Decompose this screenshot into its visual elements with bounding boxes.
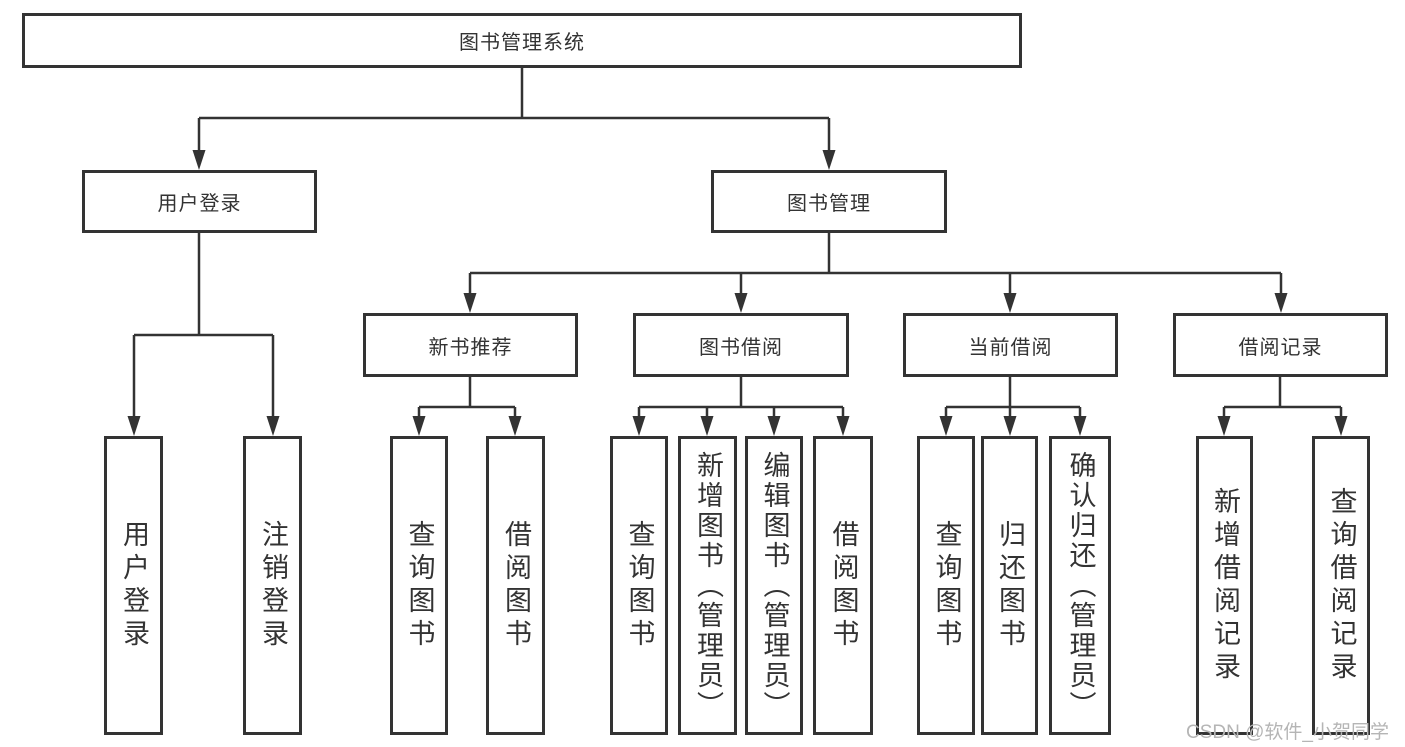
node-leaf-nb-query-books-label: 查询图书 bbox=[404, 519, 435, 652]
node-leaf-cb-query-books-label: 查询图书 bbox=[931, 519, 962, 652]
node-new-book-recommendation-label: 新书推荐 bbox=[428, 336, 513, 359]
node-leaf-bb-edit-books-label: 编辑图书（管理员） bbox=[759, 450, 790, 721]
node-leaf-bb-add-books: 新增图书（管理员） bbox=[678, 436, 737, 735]
node-library-management-system: 图书管理系统 bbox=[22, 13, 1022, 68]
node-user-login: 用户登录 bbox=[82, 170, 317, 233]
node-leaf-nb-borrow-books-label: 借阅图书 bbox=[501, 519, 531, 652]
node-borrowing-records: 借阅记录 bbox=[1173, 313, 1388, 377]
node-leaf-user-login: 用户登录 bbox=[104, 436, 163, 735]
node-leaf-logout: 注销登录 bbox=[243, 436, 302, 735]
node-current-borrowing: 当前借阅 bbox=[903, 313, 1118, 377]
node-leaf-bb-query-books: 查询图书 bbox=[610, 436, 668, 735]
node-book-management-label: 图书管理 bbox=[787, 193, 871, 215]
node-user-login-label: 用户登录 bbox=[157, 193, 242, 215]
node-leaf-bb-edit-books: 编辑图书（管理员） bbox=[745, 436, 803, 735]
csdn-watermark: CSDN @软件_小贺同学 bbox=[1186, 722, 1389, 743]
node-leaf-br-add-record-label: 新增借阅记录 bbox=[1210, 486, 1240, 685]
node-leaf-bb-borrow-books-label: 借阅图书 bbox=[828, 519, 859, 652]
node-leaf-cb-confirm-return: 确认归还（管理员） bbox=[1049, 436, 1111, 735]
node-leaf-bb-borrow-books: 借阅图书 bbox=[813, 436, 873, 735]
node-library-management-system-label: 图书管理系统 bbox=[459, 32, 585, 54]
node-leaf-cb-return-books-label: 归还图书 bbox=[995, 519, 1025, 652]
node-book-management: 图书管理 bbox=[711, 170, 947, 233]
node-leaf-logout-label: 注销登录 bbox=[258, 519, 288, 652]
node-leaf-nb-query-books: 查询图书 bbox=[390, 436, 448, 735]
node-leaf-user-login-label: 用户登录 bbox=[119, 519, 149, 652]
node-book-borrowing: 图书借阅 bbox=[633, 313, 849, 377]
node-leaf-bb-add-books-label: 新增图书（管理员） bbox=[693, 450, 723, 721]
node-leaf-cb-return-books: 归还图书 bbox=[981, 436, 1038, 735]
arrowheads bbox=[127, 150, 1348, 436]
node-borrowing-records-label: 借阅记录 bbox=[1238, 336, 1323, 359]
node-leaf-bb-query-books-label: 查询图书 bbox=[624, 519, 655, 652]
node-current-borrowing-label: 当前借阅 bbox=[968, 336, 1053, 359]
node-leaf-br-add-record: 新增借阅记录 bbox=[1196, 436, 1253, 735]
node-leaf-br-query-record: 查询借阅记录 bbox=[1312, 436, 1370, 735]
node-leaf-cb-query-books: 查询图书 bbox=[917, 436, 975, 735]
node-new-book-recommendation: 新书推荐 bbox=[363, 313, 578, 377]
node-book-borrowing-label: 图书借阅 bbox=[699, 336, 783, 359]
node-leaf-nb-borrow-books: 借阅图书 bbox=[486, 436, 545, 735]
node-leaf-cb-confirm-return-label: 确认归还（管理员） bbox=[1065, 450, 1096, 721]
node-leaf-br-query-record-label: 查询借阅记录 bbox=[1326, 486, 1357, 685]
